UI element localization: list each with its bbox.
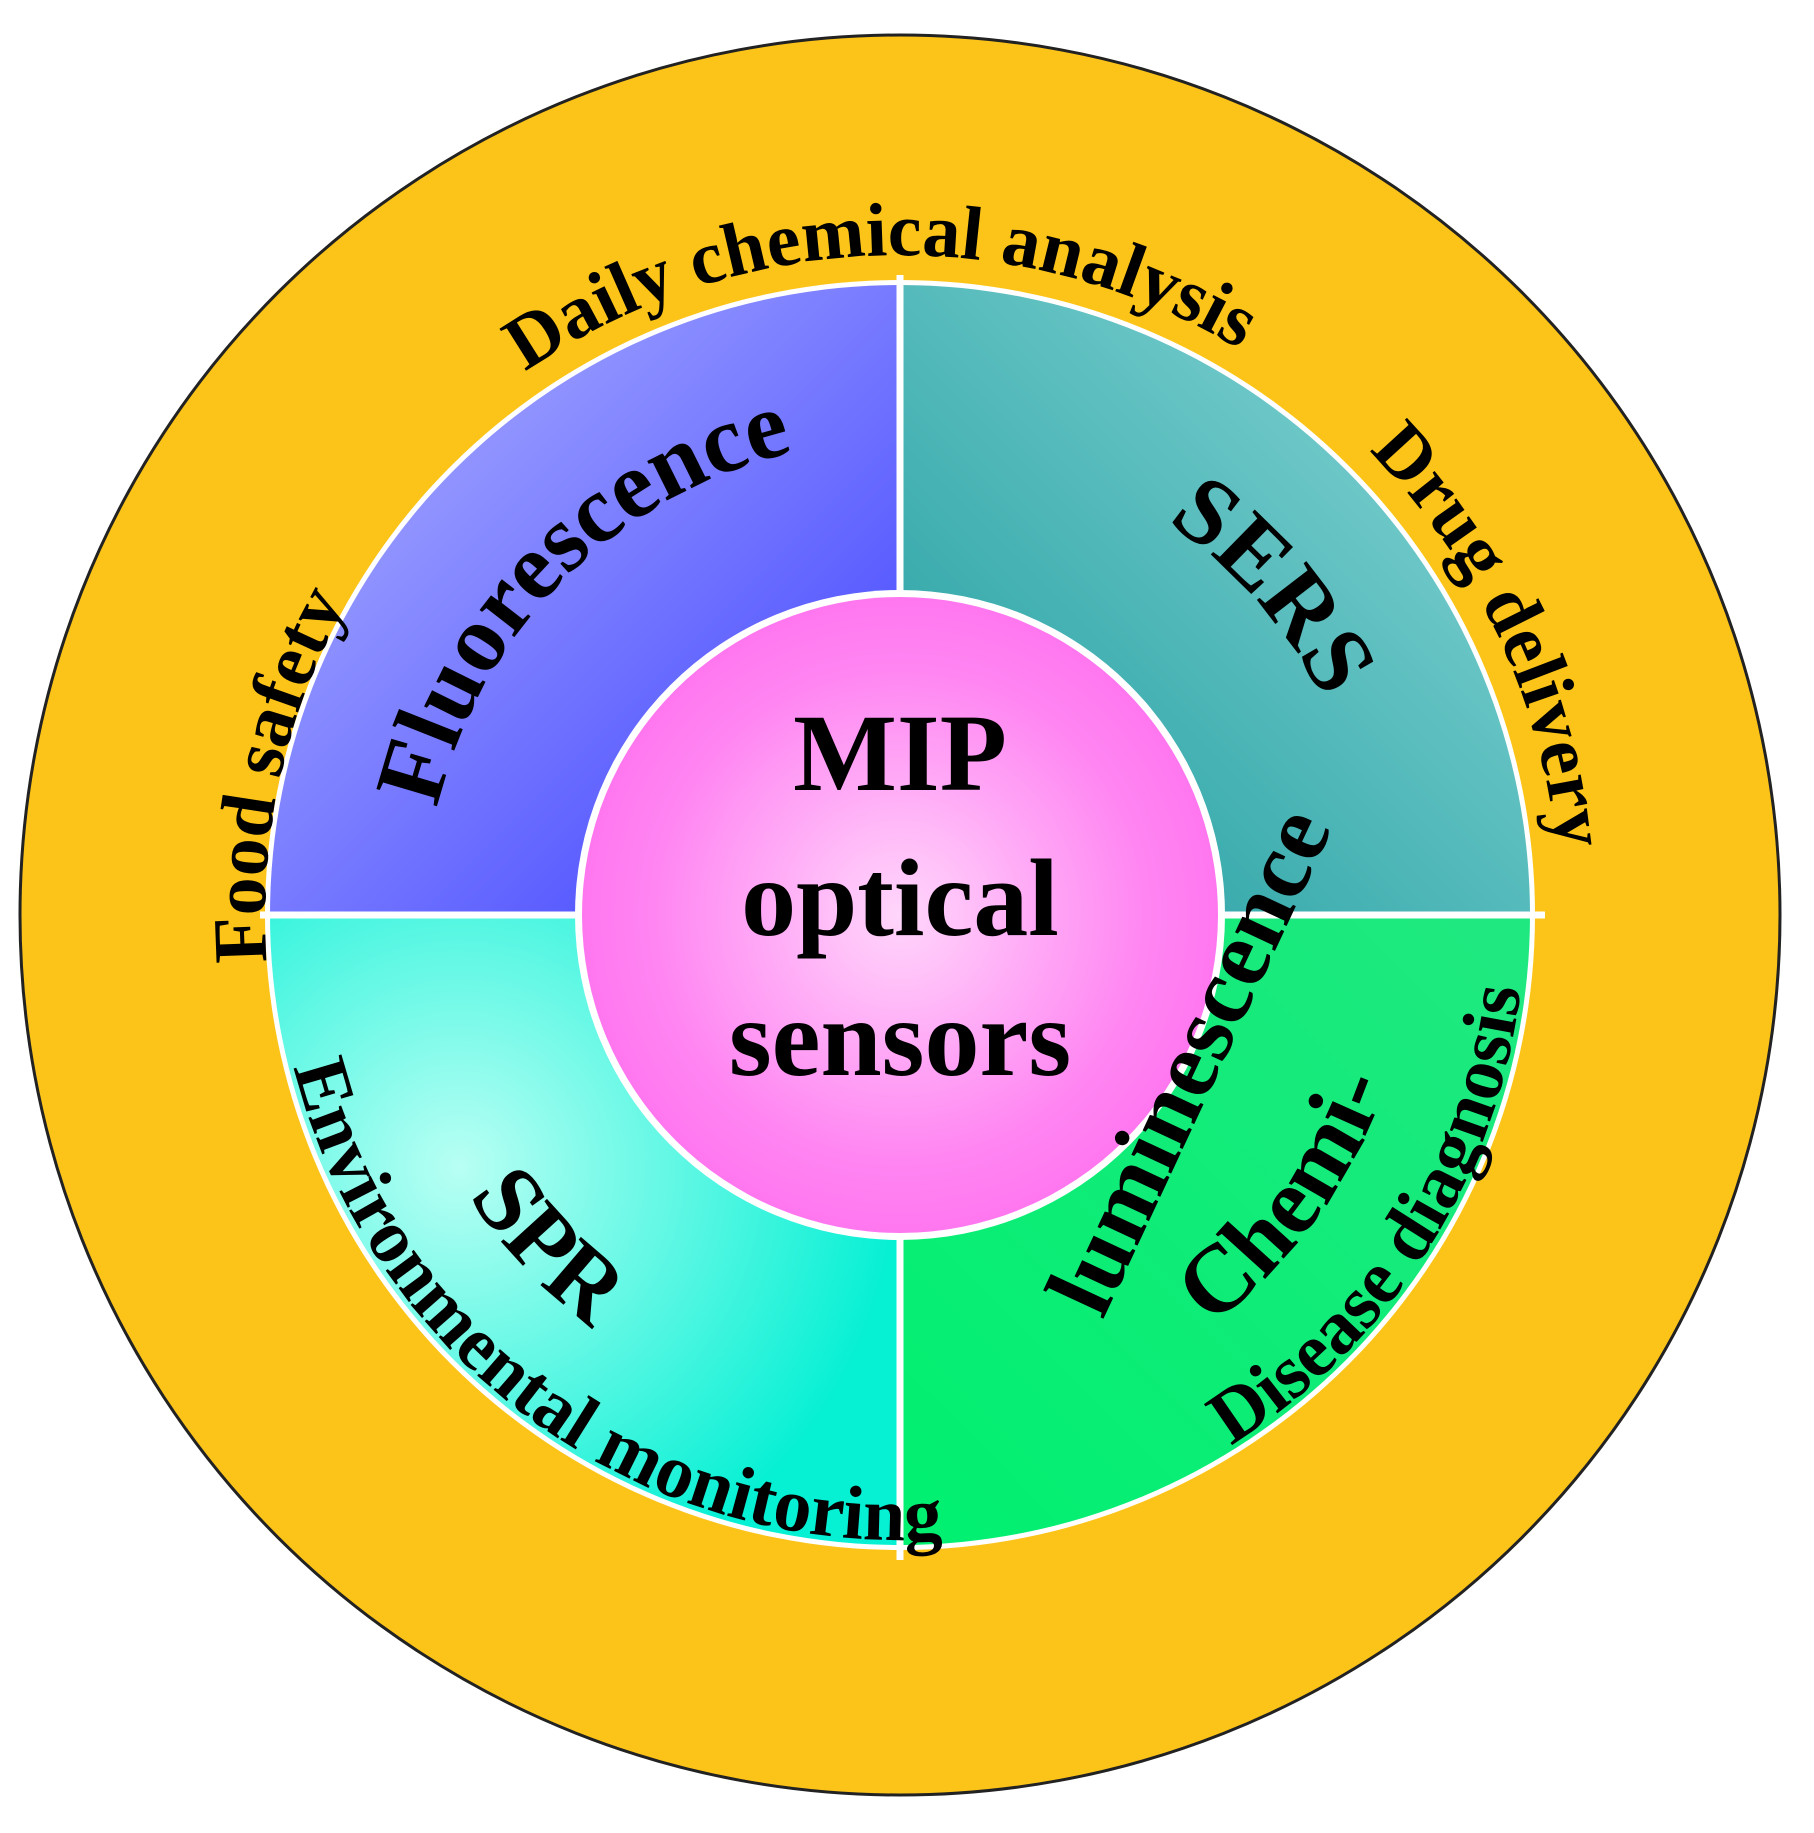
- center-circle-fill: [582, 597, 1218, 1233]
- center-title-line3: sensors: [729, 977, 1071, 1099]
- center-title-line1: MIP: [793, 692, 1007, 814]
- center-title-line2: optical: [741, 837, 1059, 959]
